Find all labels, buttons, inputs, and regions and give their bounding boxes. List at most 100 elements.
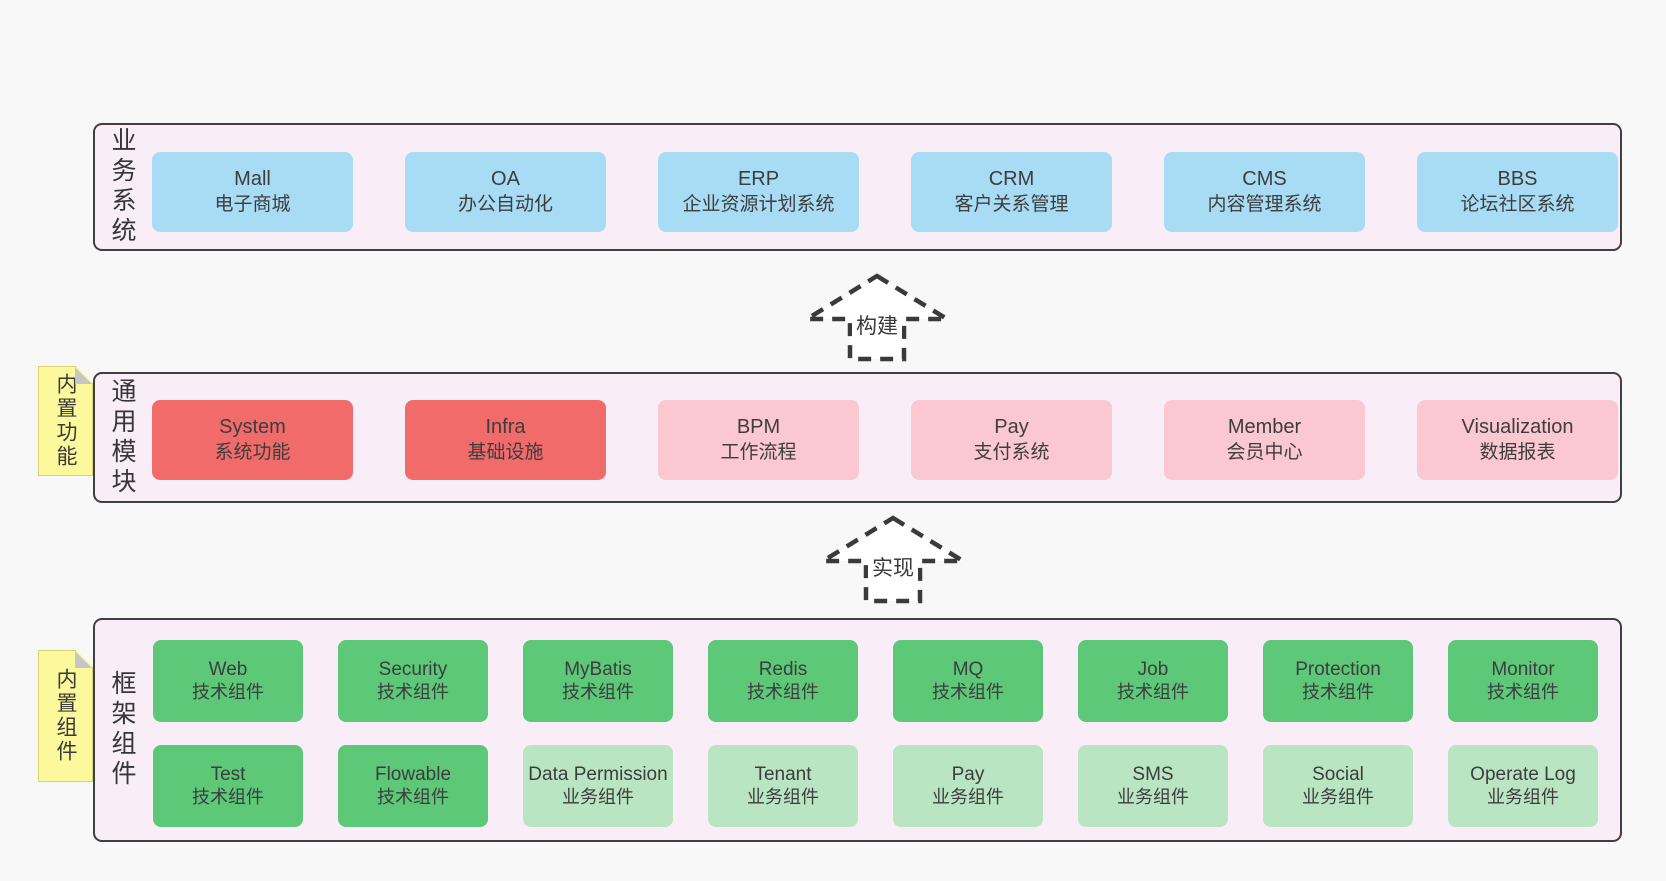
box-name: OA [491,168,520,190]
box-desc: 技术组件 [562,682,634,702]
box-desc: 电子商城 [214,194,291,215]
arrow-implement-label: 实现 [868,551,918,583]
system-box-mall: Mall 电子商城 [152,152,353,232]
box-name: Test [210,764,246,785]
box-name: BPM [736,416,781,438]
folded-corner-icon [75,367,92,384]
box-name: Redis [758,659,808,680]
box-name: Visualization [1461,416,1574,438]
box-desc: 数据报表 [1479,442,1556,463]
box-desc: 业务组件 [747,787,819,807]
box-name: BBS [1497,168,1538,190]
layer-modules-label: 通用模块 [108,377,136,498]
arrow-implement: 实现 [819,514,967,605]
box-desc: 企业资源计划系统 [682,194,835,215]
module-box-infra: Infra 基础设施 [405,400,606,480]
box-name: Job [1137,659,1169,680]
system-box-crm: CRM 客户关系管理 [911,152,1112,232]
layer-business-systems: 业务系统 Mall 电子商城 OA 办公自动化 ERP 企业资源计划系统 CRM 客户关系管理… [93,123,1622,251]
box-desc: 业务组件 [1302,787,1374,807]
module-box-pay: Pay 支付系统 [911,400,1112,480]
module-box-member: Member 会员中心 [1164,400,1365,480]
layer-framework-label: 框架组件 [108,670,136,790]
box-name: CRM [988,168,1035,190]
sticky-note-built-in-components: 内置组件 [38,650,93,782]
box-name: Mall [234,168,271,190]
box-name: MyBatis [564,659,632,680]
system-box-bbs: BBS 论坛社区系统 [1417,152,1618,232]
box-desc: 技术组件 [1302,682,1374,702]
box-name: Member [1227,416,1302,438]
box-name: Security [378,659,448,680]
box-desc: 系统功能 [214,442,291,463]
box-desc: 技术组件 [377,682,449,702]
box-name: Pay [951,764,985,785]
arrow-build: 构建 [803,272,951,363]
box-desc: 内容管理系统 [1207,194,1322,215]
box-desc: 业务组件 [1117,787,1189,807]
box-name: Social [1312,764,1364,785]
box-desc: 论坛社区系统 [1460,194,1575,215]
module-box-visualization: Visualization 数据报表 [1417,400,1618,480]
box-desc: 技术组件 [747,682,819,702]
box-desc: 会员中心 [1226,442,1303,463]
box-desc: 办公自动化 [457,194,553,215]
box-desc: 业务组件 [932,787,1004,807]
box-name: Flowable [374,764,452,785]
system-box-cms: CMS 内容管理系统 [1164,152,1365,232]
box-name: Tenant [754,764,812,785]
sticky-features-text: 内置功能 [54,373,77,469]
folded-corner-icon [75,651,92,668]
box-desc: 客户关系管理 [954,194,1069,215]
box-desc: 基础设施 [467,442,544,463]
box-desc: 技术组件 [192,682,264,702]
modules-boxes: System 系统功能 Infra 基础设施 BPM 工作流程 Pay 支付系统 Member 会… [152,400,1618,480]
business-boxes: Mall 电子商城 OA 办公自动化 ERP 企业资源计划系统 CRM 客户关系管理 CMS 内容… [152,152,1618,232]
box-desc: 技术组件 [932,682,1004,702]
box-name: SMS [1132,764,1174,785]
box-desc: 支付系统 [973,442,1050,463]
layer-common-modules: 通用模块 System 系统功能 Infra 基础设施 BPM 工作流程 Pay 支付系统 Me… [93,372,1622,503]
box-name: Operate Log [1470,764,1576,785]
module-box-bpm: BPM 工作流程 [658,400,859,480]
box-name: ERP [737,168,780,190]
box-desc: 技术组件 [192,787,264,807]
box-name: MQ [952,659,984,680]
module-box-system: System 系统功能 [152,400,353,480]
box-name: System [219,416,286,438]
box-desc: 工作流程 [720,442,797,463]
box-name: Pay [994,416,1029,438]
system-box-oa: OA 办公自动化 [405,152,606,232]
box-desc: 业务组件 [1487,787,1559,807]
box-name: Infra [485,416,526,438]
box-desc: 技术组件 [1117,682,1189,702]
box-desc: 技术组件 [377,787,449,807]
box-desc: 业务组件 [562,787,634,807]
box-name: Web [208,659,248,680]
system-box-erp: ERP 企业资源计划系统 [658,152,859,232]
box-name: CMS [1242,168,1287,190]
arrow-build-label: 构建 [852,309,902,341]
layer-business-label: 业务系统 [108,127,136,247]
sticky-note-built-in-features: 内置功能 [38,366,93,476]
box-name: Protection [1295,659,1381,680]
box-desc: 技术组件 [1487,682,1559,702]
